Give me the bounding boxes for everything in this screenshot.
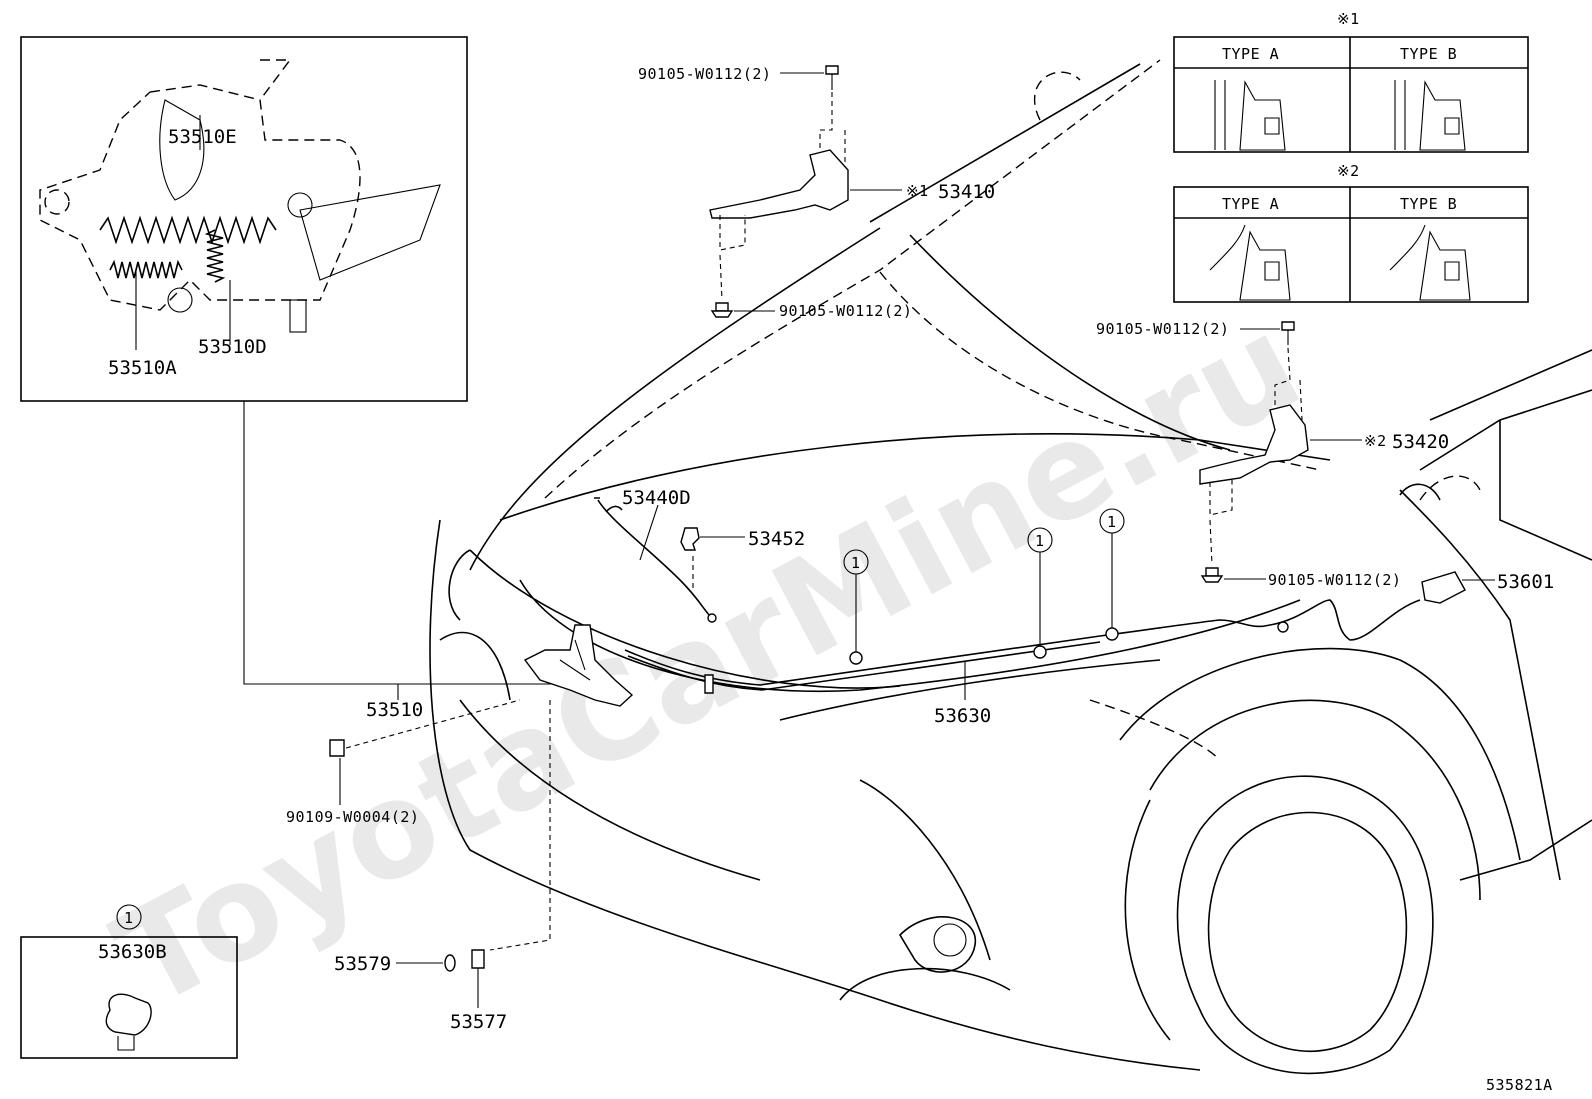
inset-clip-detail: 1 53630B bbox=[20, 904, 238, 1059]
label-bolt-hinge-left: 90105-W0112(2) bbox=[779, 302, 912, 320]
type-a-label-2: TYPE A bbox=[1222, 195, 1279, 213]
lock-bolt-head bbox=[329, 739, 345, 757]
prop-rod-assembly: 53440D 53452 bbox=[594, 487, 805, 623]
clip-mark-2: 1 bbox=[1035, 532, 1045, 550]
release-lever-shape bbox=[1421, 571, 1466, 604]
label-53601: 53601 bbox=[1497, 571, 1554, 593]
label-53510E: 53510E bbox=[168, 126, 237, 148]
vehicle-outline bbox=[429, 59, 1592, 1075]
inset-leader-line bbox=[243, 401, 580, 685]
variant-table-2: ※2 TYPE A TYPE B bbox=[1173, 162, 1529, 303]
hood-lock-assembly: 53510 90109-W0004(2) 53579 53577 bbox=[286, 624, 634, 1033]
label-53410: 53410 bbox=[938, 181, 995, 203]
label-53630: 53630 bbox=[934, 705, 991, 727]
cushion-53577 bbox=[471, 949, 485, 969]
diagram-id: 535821A bbox=[1486, 1076, 1553, 1094]
inset-latch-detail: 53510E 53510A 53510D bbox=[20, 36, 468, 402]
clip-mark-circle bbox=[116, 904, 142, 930]
bolt-top-head bbox=[825, 65, 839, 75]
hinge-left-assembly: 90105-W0112(2) ※1 53410 90105-W0112(2) bbox=[638, 65, 995, 320]
label-90109-W0004: 90109-W0004(2) bbox=[286, 808, 419, 826]
label-53510: 53510 bbox=[366, 699, 423, 721]
hinge-right-mark: ※2 bbox=[1364, 432, 1387, 450]
inset-clip-frame bbox=[20, 936, 238, 1059]
hinge-left-mark: ※1 bbox=[906, 182, 929, 200]
variant-table-1: ※1 TYPE A TYPE B bbox=[1173, 10, 1529, 153]
label-bolt-right-top: 90105-W0112(2) bbox=[1096, 320, 1229, 338]
clip-mark-1: 1 bbox=[851, 554, 861, 572]
label-bolt-top: 90105-W0112(2) bbox=[638, 65, 771, 83]
label-53420: 53420 bbox=[1392, 431, 1449, 453]
label-53510A: 53510A bbox=[108, 357, 177, 379]
prop-holder-shape bbox=[680, 527, 700, 551]
hood-lock-shape bbox=[523, 624, 634, 707]
hinge-right-shape bbox=[1199, 404, 1309, 485]
bolt-hinge-left-head bbox=[715, 302, 729, 312]
label-53630B: 53630B bbox=[98, 941, 167, 963]
label-53577: 53577 bbox=[450, 1011, 507, 1033]
variant-mark-2: ※2 bbox=[1337, 162, 1360, 180]
clip-mark-3: 1 bbox=[1107, 513, 1117, 531]
label-53579: 53579 bbox=[334, 953, 391, 975]
type-b-label-1: TYPE B bbox=[1400, 45, 1457, 63]
hinge-right-assembly: 90105-W0112(2) ※2 53420 90105-W0112(2) bbox=[1096, 320, 1449, 589]
type-a-label-1: TYPE A bbox=[1222, 45, 1279, 63]
label-bolt-right-bottom: 90105-W0112(2) bbox=[1268, 571, 1401, 589]
hinge-left-shape bbox=[709, 149, 849, 219]
variant-mark-1: ※1 bbox=[1337, 10, 1360, 28]
bolt-right-bottom-head bbox=[1205, 567, 1219, 577]
label-53452: 53452 bbox=[748, 528, 805, 550]
label-53510D: 53510D bbox=[198, 336, 267, 358]
type-b-label-2: TYPE B bbox=[1400, 195, 1457, 213]
clip-mark-number: 1 bbox=[124, 909, 134, 927]
bolt-right-top-head bbox=[1281, 321, 1295, 331]
label-53440D: 53440D bbox=[622, 487, 691, 509]
release-cable-assembly: 53601 1 1 1 53630 bbox=[624, 508, 1554, 727]
cushion-53579 bbox=[444, 954, 456, 972]
